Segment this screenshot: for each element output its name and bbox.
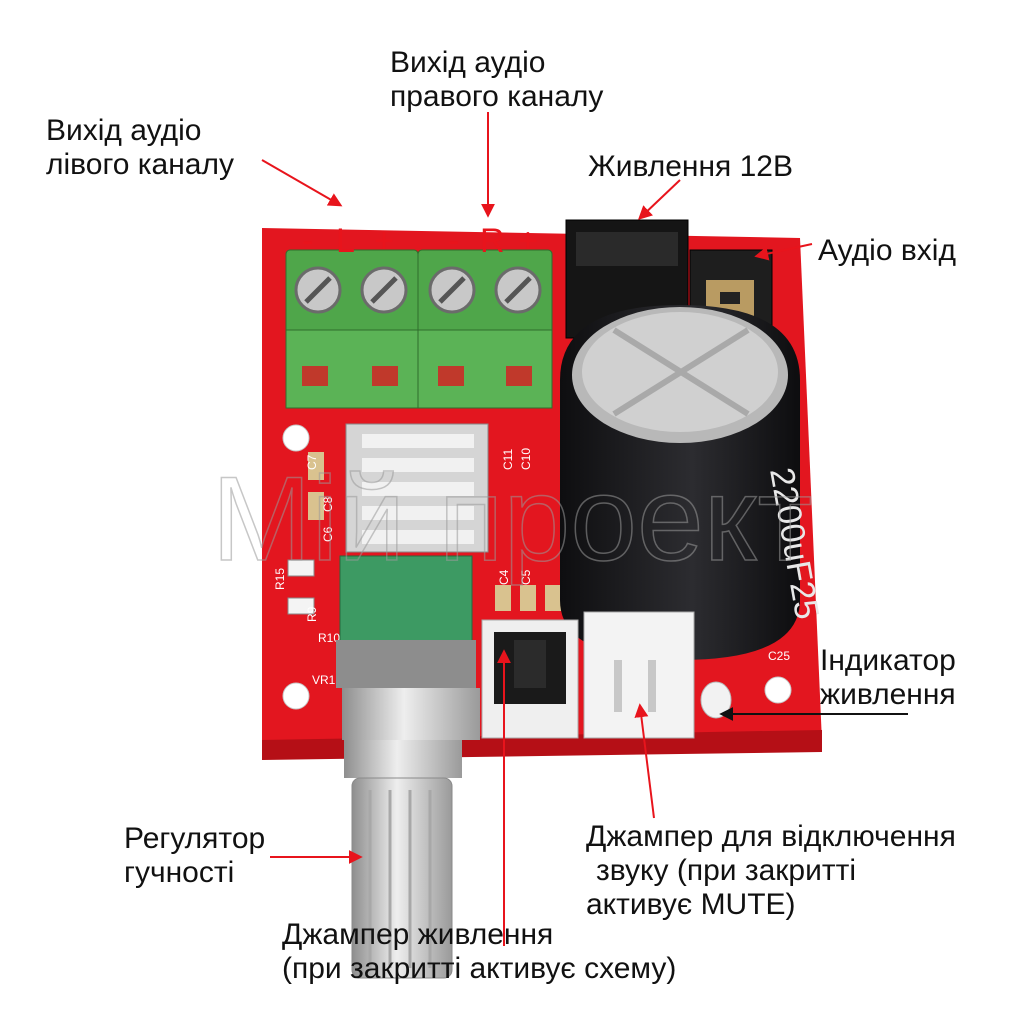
label-power-jumper-line1: Джампер живлення	[282, 918, 554, 951]
label-volume-line2: гучності	[124, 856, 235, 889]
terminal-left	[285, 249, 419, 409]
watermark: Мій проект	[212, 452, 813, 586]
c10-ref: C10	[519, 448, 533, 470]
label-right-output-line1: Вихід аудіо	[390, 46, 546, 79]
label-volume: Регулятор гучності	[124, 822, 265, 890]
pin-right-minus: -	[448, 222, 460, 260]
label-mute-jumper: Джампер для відключення звуку (при закри…	[586, 820, 956, 922]
arrow-audio-in	[754, 243, 813, 261]
c4-ref: C4	[497, 569, 511, 585]
r10-ref: R10	[318, 631, 340, 645]
power-indicator-led	[700, 681, 732, 719]
arrow-power	[637, 179, 681, 220]
label-indicator-line1: Індикатор	[820, 644, 956, 677]
mute-jumper-header	[583, 611, 695, 739]
c8-ref: C8	[321, 496, 335, 512]
power-jumper	[481, 619, 579, 739]
label-left-output: Вихід аудіо лівого каналу	[46, 114, 234, 182]
label-volume-line1: Регулятор	[124, 822, 266, 855]
electrolytic-capacitor: 2200uF25	[560, 305, 826, 660]
vr1-ref: VR1	[312, 673, 336, 687]
label-mute-jumper-line1: Джампер для відключення	[586, 820, 956, 853]
label-left-output-line1: Вихід аудіо	[46, 114, 202, 147]
pin-right-plus: +	[518, 222, 538, 260]
label-mute-jumper-line3: активує MUTE)	[586, 888, 796, 921]
label-audio-in: Аудіо вхід	[818, 234, 956, 267]
c7-ref: C7	[305, 454, 319, 470]
label-mute-jumper-line2: звуку (при закритті	[596, 854, 856, 887]
label-power-jumper: Джампер живлення (при закритті активує с…	[282, 918, 676, 986]
r15-ref: R15	[273, 568, 287, 590]
label-right-output-line2: правого каналу	[390, 80, 604, 113]
c5-ref: C5	[519, 569, 533, 585]
arrow-left-output	[261, 159, 343, 207]
label-left-output-line2: лівого каналу	[46, 148, 234, 181]
c6-ref: C6	[321, 526, 335, 542]
label-indicator-line2: живлення	[820, 678, 956, 711]
r9-ref: R9	[305, 606, 319, 622]
label-indicator: Індикатор живлення	[820, 644, 956, 712]
label-power: Живлення 12В	[588, 150, 793, 183]
pin-left-minus: -	[302, 222, 314, 260]
heatsink	[345, 423, 489, 553]
c11-ref: C11	[501, 449, 515, 470]
volume-potentiometer	[336, 555, 480, 979]
c25-ref: C25	[768, 649, 790, 663]
terminal-right	[417, 249, 553, 409]
arrow-mute-jumper	[634, 703, 655, 819]
pin-left-l: L	[336, 222, 355, 260]
pin-right-r: R	[480, 222, 505, 260]
label-power-jumper-line2: (при закритті активує схему)	[282, 952, 677, 985]
pin-left-plus: +	[374, 222, 394, 260]
label-right-output: Вихід аудіо правого каналу	[390, 46, 603, 114]
callout-arrows	[261, 112, 813, 946]
